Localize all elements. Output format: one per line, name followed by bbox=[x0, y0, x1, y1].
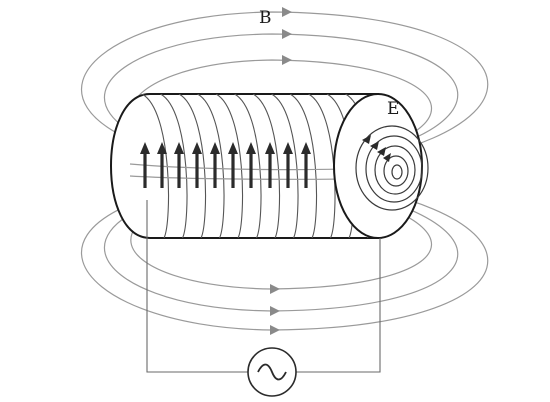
magnetic-field-label: B bbox=[259, 8, 272, 28]
current-arrow-head bbox=[246, 142, 256, 154]
coil-turn bbox=[289, 94, 318, 238]
field-arrow-top-3 bbox=[282, 55, 292, 65]
current-arrow-head bbox=[283, 142, 293, 154]
current-arrows bbox=[140, 142, 311, 188]
e-arrow-4 bbox=[383, 153, 391, 162]
field-arrow-bottom-1 bbox=[270, 325, 280, 335]
current-arrow-head bbox=[265, 142, 275, 154]
e-ring-1 bbox=[355, 125, 429, 211]
cylinder-body bbox=[110, 93, 379, 239]
coil-turn bbox=[215, 94, 244, 238]
e-ring-2 bbox=[365, 135, 423, 203]
current-arrow-head bbox=[140, 142, 150, 154]
coil-turn bbox=[160, 94, 188, 238]
current-arrow-head bbox=[157, 142, 167, 154]
coil-turn bbox=[234, 94, 262, 238]
end-face bbox=[333, 93, 429, 239]
end-face-ellipse bbox=[333, 93, 423, 239]
field-arrow-bottom-2 bbox=[270, 306, 280, 316]
left-lead-wire bbox=[146, 200, 248, 373]
field-arrow-top-1 bbox=[282, 7, 292, 17]
ac-source-icon bbox=[247, 347, 297, 397]
current-arrow-head bbox=[210, 142, 220, 154]
e-arrow-3 bbox=[377, 147, 386, 156]
e-ring-5 bbox=[391, 164, 403, 180]
coil-turn bbox=[197, 94, 225, 238]
circuit bbox=[146, 200, 381, 397]
coil-turn bbox=[178, 94, 207, 238]
right-lead-wire bbox=[296, 238, 381, 373]
e-ring-4 bbox=[383, 155, 409, 187]
field-arrow-bottom-3 bbox=[270, 284, 280, 294]
current-arrow-head bbox=[174, 142, 184, 154]
e-ring-3 bbox=[374, 145, 416, 195]
coil-turn bbox=[252, 94, 281, 238]
current-arrow-head bbox=[228, 142, 238, 154]
current-arrow-head bbox=[192, 142, 202, 154]
e-arrow-1 bbox=[362, 135, 371, 144]
current-arrow-head bbox=[301, 142, 311, 154]
cylinder bbox=[110, 93, 379, 239]
field-arrow-top-2 bbox=[282, 29, 292, 39]
electric-field-label: E bbox=[387, 99, 399, 119]
coil-turn bbox=[271, 94, 299, 238]
e-arrow-2 bbox=[370, 141, 379, 150]
